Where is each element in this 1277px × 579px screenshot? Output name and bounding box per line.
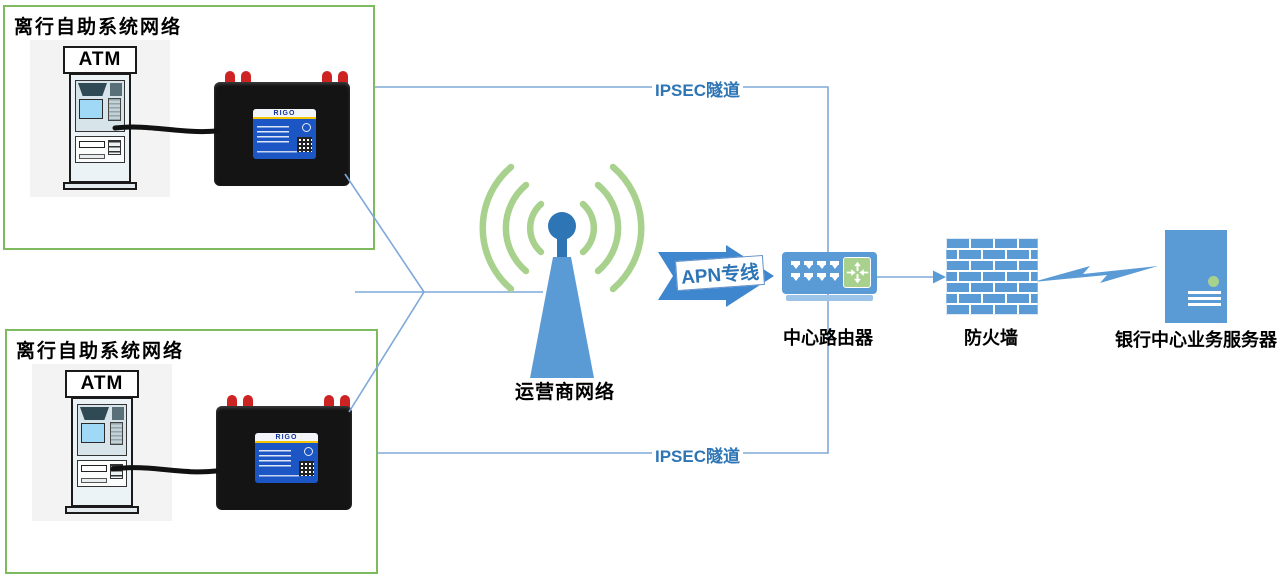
qr-code-icon xyxy=(299,461,314,476)
antenna-icon xyxy=(225,71,235,89)
port-icon xyxy=(791,273,800,281)
cpe-brand-text: RIGO xyxy=(253,109,316,119)
ce-mark-icon xyxy=(304,447,313,456)
router-base xyxy=(786,295,873,301)
branch-network-box-2: 离行自助系统网络 ATM xyxy=(5,329,378,574)
server-vent xyxy=(1188,291,1221,294)
branch-title: 离行自助系统网络 xyxy=(16,341,185,362)
signal-waves-right-icon xyxy=(579,163,645,293)
antenna-icon xyxy=(322,71,332,89)
cpe-router-device: RIGO xyxy=(216,395,352,510)
atm-keypad xyxy=(108,98,121,121)
central-router-icon xyxy=(782,252,877,301)
ipsec-tunnel-label-bottom: IPSEC隧道 xyxy=(652,442,744,467)
carrier-network-label: 运营商网络 xyxy=(514,382,615,403)
atm-screen xyxy=(81,423,105,443)
firewall-icon xyxy=(945,237,1039,316)
ipsec-tunnel-label-top: IPSEC隧道 xyxy=(652,76,744,101)
cpe-spec-text-lines xyxy=(259,450,291,470)
cpe-product-label: RIGO xyxy=(253,109,316,159)
tower-base xyxy=(530,257,594,378)
antenna-icon xyxy=(227,395,237,413)
cpe-router-device: RIGO xyxy=(214,71,350,186)
atm-lower-slot xyxy=(81,478,107,483)
tower-head xyxy=(548,212,576,240)
route-arrows-icon xyxy=(846,261,868,284)
qr-code-icon xyxy=(297,137,312,152)
cpe-brand-text: RIGO xyxy=(255,433,318,443)
bank-server-icon xyxy=(1165,230,1227,323)
atm-base xyxy=(65,506,139,514)
arrowhead-icon xyxy=(933,270,946,284)
atm-vent xyxy=(110,83,122,96)
atm-cabinet xyxy=(71,397,133,507)
atm-vent xyxy=(112,407,124,420)
port-icon xyxy=(804,273,813,281)
port-icon xyxy=(791,261,800,269)
atm-machine: ATM xyxy=(65,370,139,514)
atm-sign-label: ATM xyxy=(63,46,137,74)
cpe-spec-text-lines xyxy=(257,126,289,146)
cpe-footer-text-line xyxy=(257,151,297,155)
atm-sign-label: ATM xyxy=(65,370,139,398)
atm-upper-panel xyxy=(77,404,127,456)
tower-mast xyxy=(557,236,567,260)
apn-line-label: APN专线 xyxy=(675,254,765,292)
lightning-connector-icon xyxy=(1033,266,1158,283)
atm-machine: ATM xyxy=(63,46,137,190)
atm-upper-panel xyxy=(75,80,125,132)
port-icon xyxy=(830,261,839,269)
atm-base xyxy=(63,182,137,190)
cpe-product-label: RIGO xyxy=(255,433,318,483)
atm-screen-hood xyxy=(80,407,109,420)
atm-cash-slot xyxy=(81,465,107,472)
atm-screen-hood xyxy=(78,83,107,96)
firewall-label: 防火墙 xyxy=(964,328,1018,348)
port-icon xyxy=(804,261,813,269)
brick-wall-icon xyxy=(945,237,1039,316)
ce-mark-icon xyxy=(302,123,311,132)
atm-cabinet xyxy=(69,73,131,183)
atm-dispenser-panel xyxy=(75,136,125,163)
antenna-icon xyxy=(324,395,334,413)
atm-screen xyxy=(79,99,103,119)
routing-module-icon xyxy=(843,257,871,288)
atm-dispenser-panel xyxy=(77,460,127,487)
cpe-footer-text-line xyxy=(259,475,299,479)
antenna-icon xyxy=(338,71,348,89)
server-led-icon xyxy=(1208,276,1219,287)
atm-cash-slot xyxy=(79,141,105,148)
branch-network-box-1: 离行自助系统网络 ATM xyxy=(3,5,375,250)
server-vent xyxy=(1188,297,1221,300)
antenna-icon xyxy=(241,71,251,89)
central-router-label: 中心路由器 xyxy=(783,328,873,348)
antenna-icon xyxy=(243,395,253,413)
branch-title: 离行自助系统网络 xyxy=(14,17,183,38)
atm-receipt-slot xyxy=(110,464,123,479)
server-vent xyxy=(1188,303,1221,306)
bank-server-label: 银行中心业务服务器 xyxy=(1115,330,1277,350)
port-icon xyxy=(830,273,839,281)
atm-lower-slot xyxy=(79,154,105,159)
port-icon xyxy=(817,261,826,269)
atm-illustration: ATM xyxy=(32,364,172,521)
carrier-tower-icon xyxy=(479,163,645,378)
port-icon xyxy=(817,273,826,281)
atm-receipt-slot xyxy=(108,140,121,155)
signal-waves-left-icon xyxy=(479,163,545,293)
atm-keypad xyxy=(110,422,123,445)
atm-illustration: ATM xyxy=(30,40,170,197)
router-ports xyxy=(791,261,839,285)
